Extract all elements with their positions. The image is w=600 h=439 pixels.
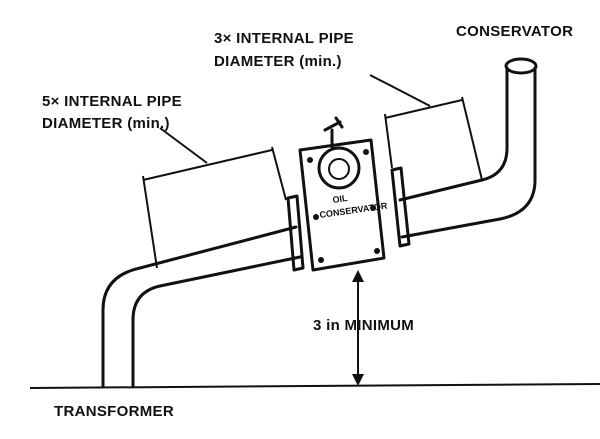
conservator-pipe-opening: [504, 57, 538, 75]
three-in-arrowhead-bottom: [352, 374, 364, 386]
three-x-dimension-line: [384, 99, 463, 119]
right-flange: [390, 166, 411, 248]
relay-body: [298, 138, 386, 272]
five-x-label-line2: DIAMETER (min.): [42, 115, 170, 132]
pipe-upper-wall: [101, 225, 298, 388]
five-x-label-line1: 5× INTERNAL PIPE: [42, 93, 182, 110]
five-x-right-extension: [271, 146, 287, 201]
conservator-label: CONSERVATOR: [456, 23, 573, 40]
pipe-upper-wall-right: [398, 66, 509, 202]
three-x-leader: [369, 74, 431, 107]
pipe-lower-wall: [131, 255, 302, 388]
relay-label-line1: OIL: [332, 193, 349, 205]
transformer-baseline: [29, 383, 600, 389]
three-x-right-extension: [461, 96, 483, 181]
pipe-lower-wall-right: [400, 66, 537, 239]
five-x-leader: [159, 127, 208, 164]
sight-glass: [317, 146, 361, 190]
transformer-label: TRANSFORMER: [54, 403, 174, 420]
five-x-left-extension: [142, 175, 158, 269]
sight-glass-inner: [328, 158, 350, 180]
three-in-arrowhead-top: [352, 270, 364, 282]
left-flange: [286, 194, 305, 272]
relay-bolts: [307, 149, 380, 263]
three-x-label-line2: DIAMETER (min.): [214, 53, 342, 70]
three-x-label-line1: 3× INTERNAL PIPE: [214, 30, 354, 47]
three-in-minimum-label: 3 in MINIMUM: [313, 317, 414, 334]
vent-cock-icon: [323, 116, 344, 149]
three-x-left-extension: [384, 113, 393, 169]
five-x-dimension-line: [142, 149, 273, 181]
